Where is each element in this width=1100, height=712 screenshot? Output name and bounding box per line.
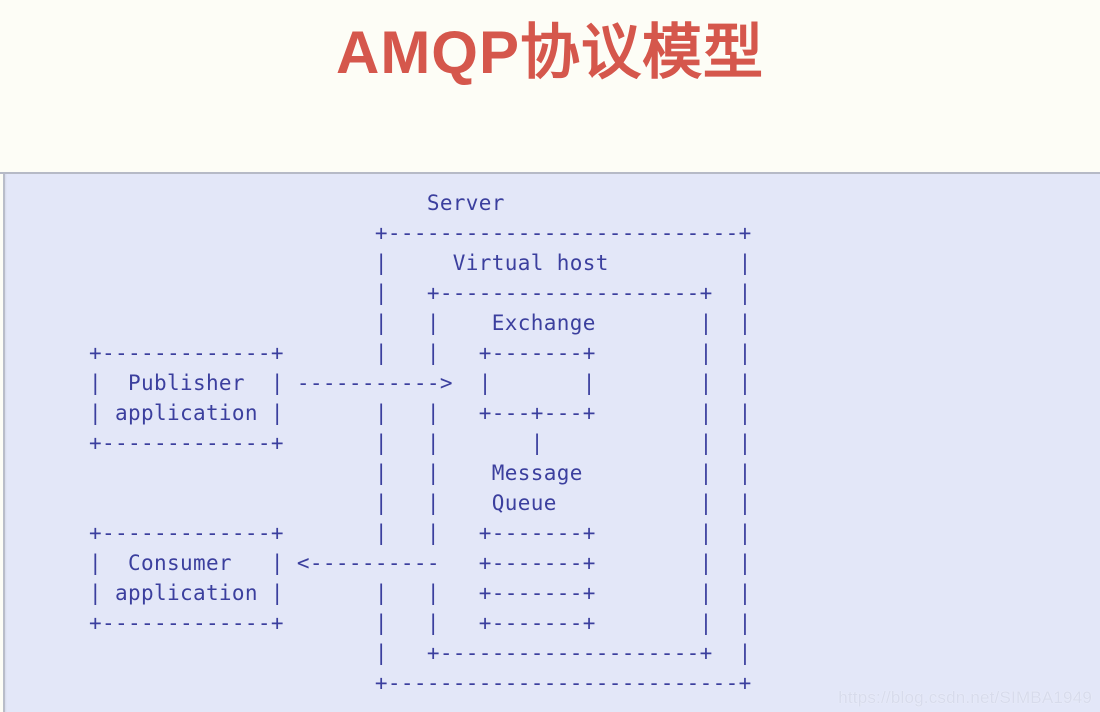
page-title: AMQP协议模型 <box>336 19 764 86</box>
watermark-text: https://blog.csdn.net/SIMBA1949 <box>838 688 1092 707</box>
amqp-protocol-model-diagram: Server +---------------------------+ | V… <box>0 172 1100 712</box>
ascii-art-diagram: Server +---------------------------+ | V… <box>89 191 752 695</box>
title-band: AMQP协议模型 <box>0 0 1100 172</box>
